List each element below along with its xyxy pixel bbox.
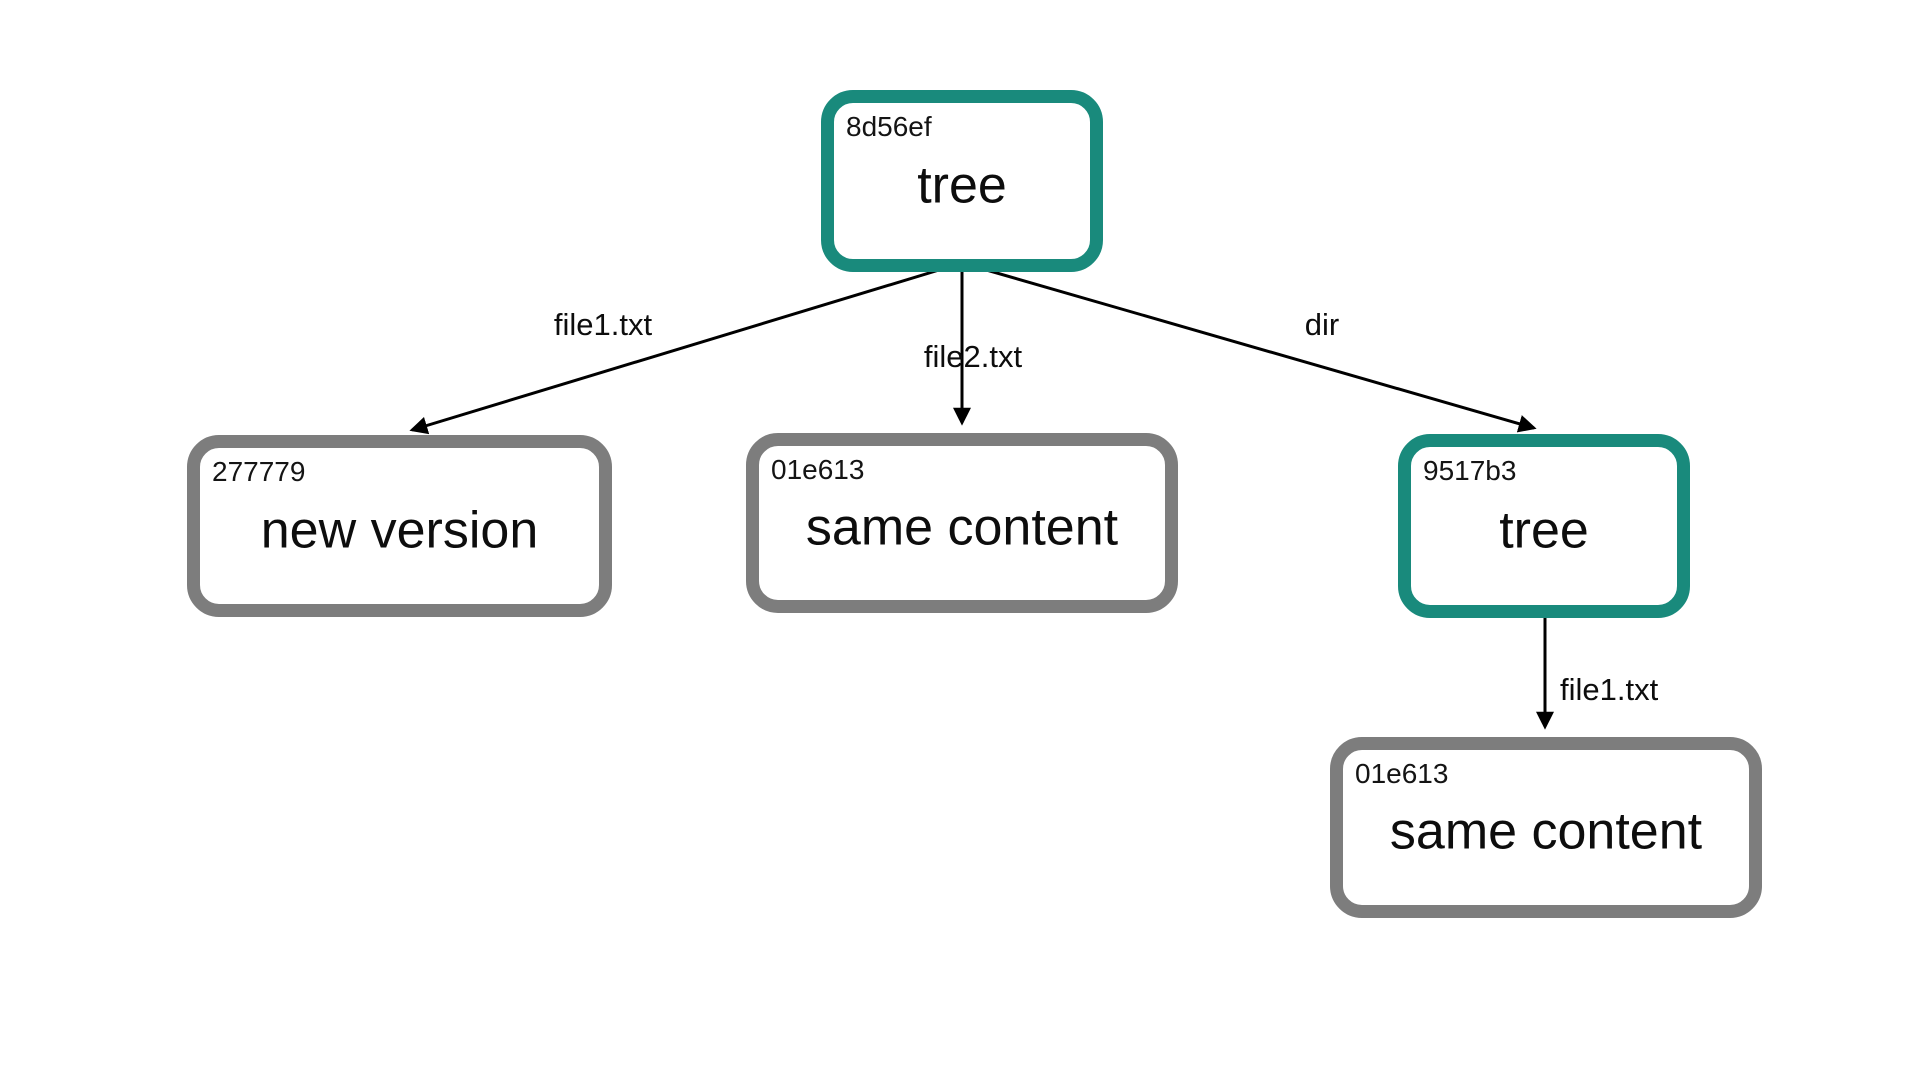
edge-root-to-new-version-line xyxy=(409,261,963,435)
node-hash: 9517b3 xyxy=(1423,455,1517,486)
edge-label-dir: dir xyxy=(1304,307,1340,342)
node-label: same content xyxy=(1389,802,1703,861)
node-label: same content xyxy=(805,498,1119,557)
edge-label-file1-subdir: file1.txt xyxy=(1560,672,1659,707)
edge-root-to-subdir-tree-line xyxy=(961,261,1537,433)
node-blob-new-version: 277779 new version xyxy=(187,435,612,617)
edge-label-file2-root: file2.txt xyxy=(923,339,1023,374)
node-label: new version xyxy=(260,501,539,560)
node-root-tree: 8d56ef tree xyxy=(821,90,1103,272)
node-label: tree xyxy=(1499,501,1589,560)
node-subdir-tree: 9517b3 tree xyxy=(1398,434,1690,618)
node-hash: 8d56ef xyxy=(846,111,932,142)
node-blob-same-content-2: 01e613 same content xyxy=(1330,737,1762,918)
node-hash: 01e613 xyxy=(1355,758,1449,789)
edge-label-file1-root: file1.txt xyxy=(553,307,653,342)
node-hash: 277779 xyxy=(212,456,306,487)
node-hash: 01e613 xyxy=(771,454,865,485)
node-label: tree xyxy=(917,156,1007,215)
node-blob-same-content-1: 01e613 same content xyxy=(746,433,1178,613)
